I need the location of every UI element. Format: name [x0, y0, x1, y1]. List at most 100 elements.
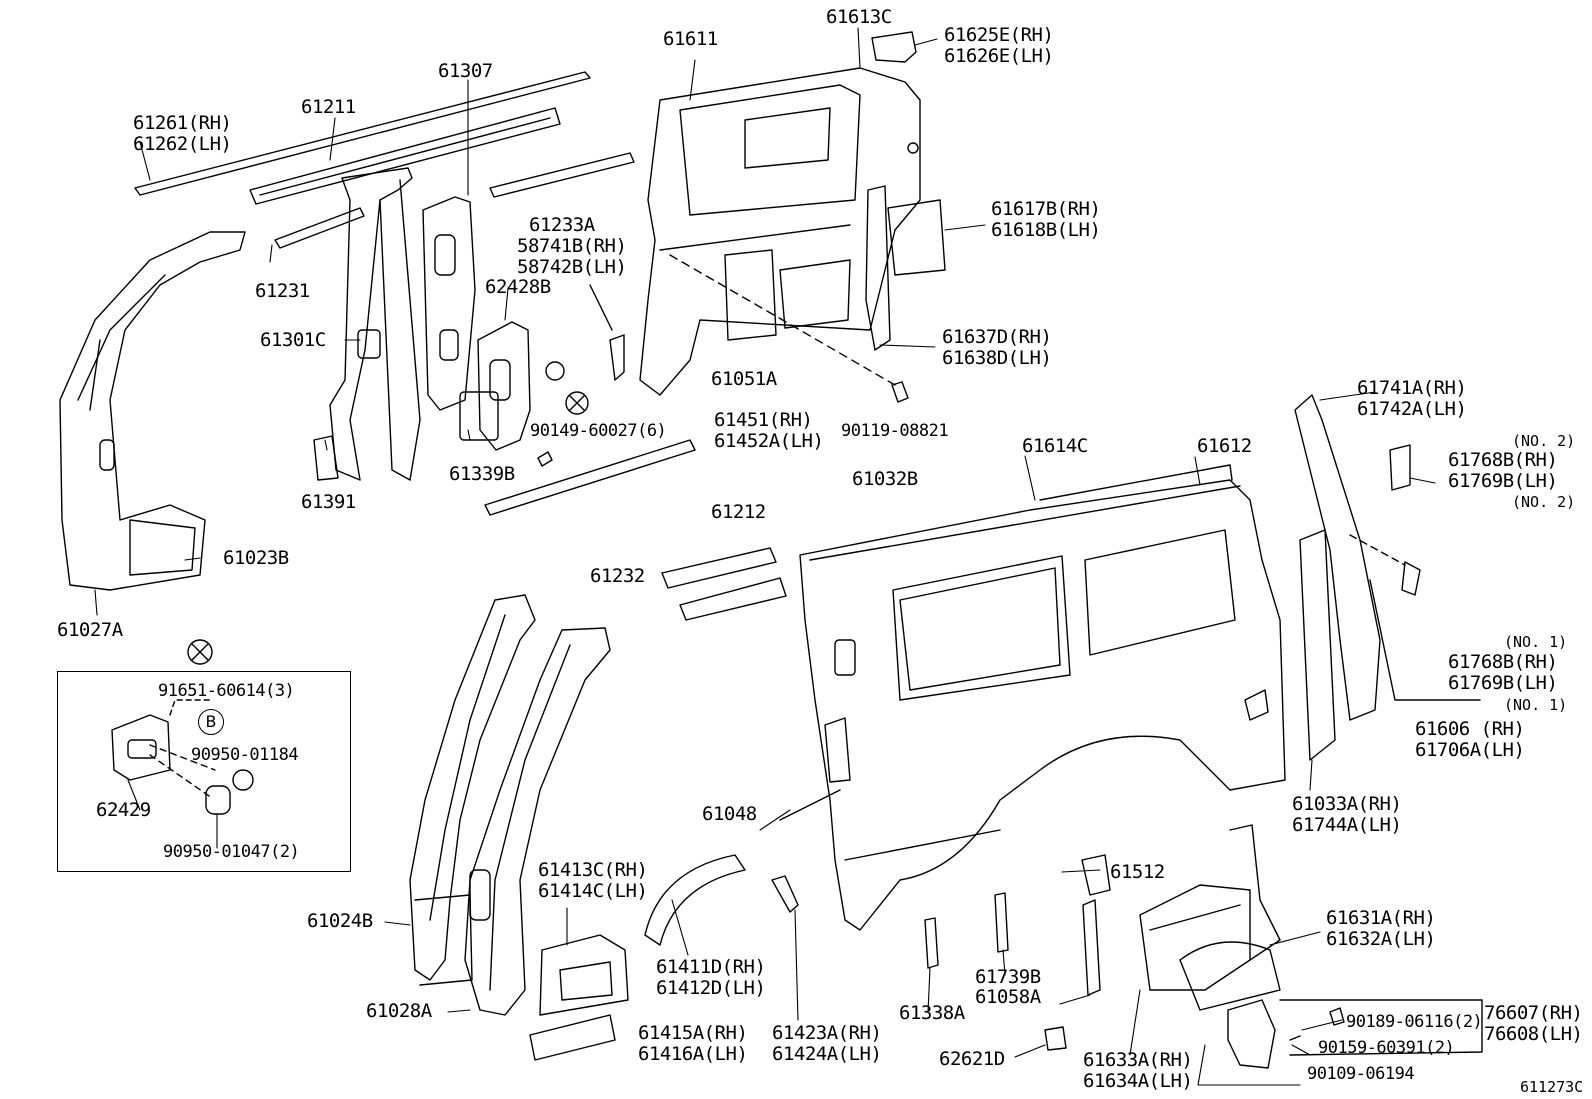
label-61032b: 61032B — [852, 468, 918, 490]
label-61613c: 61613C — [826, 6, 892, 28]
label-61412d: 61412D(LH) — [656, 977, 766, 999]
label-61058a: 61058A — [975, 986, 1041, 1008]
label-61512: 61512 — [1110, 861, 1165, 883]
bracket-61625e-part — [871, 31, 917, 63]
label-90950-01184: 90950-01184 — [191, 745, 299, 765]
label-61301c: 61301C — [260, 329, 326, 351]
diagram-id: 611273C — [1520, 1078, 1584, 1096]
no-reuse-symbol — [565, 391, 589, 415]
label-61233a: 61233A — [529, 214, 595, 236]
label-61741a: 61741A(RH) — [1357, 377, 1467, 399]
label-61423a: 61423A(RH) — [772, 1022, 882, 1044]
bracket-61423a-part — [771, 875, 799, 913]
label-62429: 62429 — [96, 799, 151, 821]
label-no2-bottom: (NO. 2) — [1512, 493, 1576, 511]
bracket-61058a-part — [1082, 899, 1101, 996]
quarter-inner-panel-upper-part — [639, 67, 921, 396]
rear-pillar-part — [1294, 394, 1421, 761]
rail-61232-part — [661, 547, 777, 589]
label-61023b: 61023B — [223, 547, 289, 569]
panel-61048-part — [824, 717, 851, 783]
label-no1-top: (NO. 1) — [1504, 633, 1568, 651]
label-61416a: 61416A(LH) — [638, 1043, 748, 1065]
front-pillar-part — [59, 231, 246, 591]
label-61638d: 61638D(LH) — [942, 347, 1052, 369]
strip-61415a-part — [529, 1014, 616, 1061]
label-61611: 61611 — [663, 28, 718, 50]
label-61033a: 61033A(RH) — [1292, 793, 1402, 815]
block-61391-part — [313, 435, 339, 481]
label-90159: 90159-60391(2) — [1318, 1038, 1455, 1058]
inset-hardware-drawing — [111, 699, 254, 815]
no-reuse-symbol-inset — [187, 639, 213, 665]
center-pillar-reinforcement-part — [464, 627, 611, 1016]
label-61212: 61212 — [711, 501, 766, 523]
label-61261: 61261(RH) — [133, 112, 232, 134]
label-61768b-top: 61768B(RH) — [1448, 449, 1558, 471]
label-61637d: 61637D(RH) — [942, 326, 1052, 348]
label-61338a: 61338A — [899, 1002, 965, 1024]
strip-61233a-part — [489, 152, 635, 198]
label-61027a: 61027A — [57, 619, 123, 641]
grommet-part — [545, 361, 565, 381]
label-61626e: 61626E(LH) — [944, 45, 1054, 67]
label-61414c: 61414C(LH) — [538, 880, 648, 902]
label-61739b: 61739B — [975, 966, 1041, 988]
block-62621d-part — [1044, 1026, 1067, 1051]
label-61632a: 61632A(LH) — [1326, 928, 1436, 950]
label-61633a: 61633A(RH) — [1083, 1049, 1193, 1071]
label-61606: 61606 (RH) — [1415, 718, 1525, 740]
label-61618b: 61618B(LH) — [991, 219, 1101, 241]
label-61307: 61307 — [438, 60, 493, 82]
label-61391: 61391 — [301, 491, 356, 513]
bracket-61739b-part — [994, 892, 1009, 953]
side-outer-panel-part — [799, 464, 1286, 931]
label-58742b: 58742B(LH) — [517, 256, 627, 278]
label-no1-bottom: (NO. 1) — [1504, 696, 1568, 714]
label-61413c: 61413C(RH) — [538, 859, 648, 881]
roof-drip-rail-part — [134, 71, 591, 205]
panel-61617b-part — [887, 199, 946, 276]
label-61625e: 61625E(RH) — [944, 24, 1054, 46]
label-62621d: 62621D — [939, 1048, 1005, 1070]
bracket-61338a-part — [924, 917, 939, 969]
callout-b-circle: B — [198, 709, 224, 735]
wheelhouse-front-panel-part — [539, 934, 629, 1016]
label-61231: 61231 — [255, 280, 310, 302]
leader-lines — [94, 27, 1436, 1086]
label-91651: 91651-60614(3) — [158, 681, 295, 701]
rocker-strip-part — [484, 439, 696, 516]
label-61706a: 61706A(LH) — [1415, 739, 1525, 761]
label-no2-top: (NO. 2) — [1512, 432, 1576, 450]
label-61028a: 61028A — [366, 1000, 432, 1022]
seal-frame-part — [459, 391, 499, 441]
label-61612: 61612 — [1197, 435, 1252, 457]
bracket-58741b-part — [609, 334, 625, 381]
label-61452a: 61452A(LH) — [714, 430, 824, 452]
pillar-lower-panel-part — [477, 321, 531, 451]
label-61051a: 61051A — [711, 368, 777, 390]
wheel-arch-61411d-part — [644, 854, 746, 946]
center-pillar-inner-part — [329, 167, 421, 481]
label-90950-01047: 90950-01047(2) — [163, 842, 300, 862]
label-61742a: 61742A(LH) — [1357, 398, 1467, 420]
label-61451: 61451(RH) — [714, 409, 813, 431]
label-61744a: 61744A(LH) — [1292, 814, 1402, 836]
label-61634a: 61634A(LH) — [1083, 1070, 1193, 1092]
bracket-61512-part — [1081, 854, 1111, 896]
rear-wheelhouse-part — [1139, 824, 1281, 1011]
label-61614c: 61614C — [1022, 435, 1088, 457]
label-61631a: 61631A(RH) — [1326, 907, 1436, 929]
label-61769b-bottom: 61769B(LH) — [1448, 672, 1558, 694]
label-58741b: 58741B(RH) — [517, 235, 627, 257]
mud-guard-part — [1227, 999, 1345, 1069]
label-90149: 90149-60027(6) — [530, 421, 667, 441]
rail-61212-part — [679, 577, 787, 621]
pillar-reinforcement-part — [422, 196, 476, 411]
label-61415a: 61415A(RH) — [638, 1022, 748, 1044]
label-62428b: 62428B — [485, 276, 551, 298]
label-76607: 76607(RH) — [1484, 1002, 1583, 1024]
label-61617b: 61617B(RH) — [991, 198, 1101, 220]
label-61769b-top: 61769B(LH) — [1448, 470, 1558, 492]
pillar-61637d-part — [865, 185, 891, 351]
